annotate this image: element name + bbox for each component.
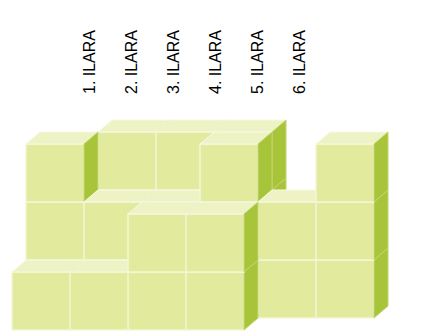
- cube-front: [12, 272, 70, 330]
- cube-side: [244, 202, 258, 272]
- cube-front: [128, 272, 186, 330]
- cube-front: [316, 144, 374, 202]
- cube-front: [26, 202, 84, 260]
- cube-front: [258, 202, 316, 260]
- row-label: 2. ILARA: [124, 30, 140, 94]
- row-label: 6. ILARA: [292, 30, 308, 94]
- row-label: 3. ILARA: [166, 30, 182, 94]
- cube-front: [316, 260, 374, 318]
- cube-front: [98, 132, 156, 190]
- cube: [316, 132, 388, 202]
- cube: [200, 132, 272, 202]
- cube-side: [272, 120, 286, 190]
- row-label: 5. ILARA: [250, 30, 266, 94]
- cube-front: [186, 272, 244, 330]
- cube: [26, 132, 98, 202]
- cube-front: [70, 272, 128, 330]
- cube-front: [200, 144, 258, 202]
- cube-front: [26, 144, 84, 202]
- cube-front: [186, 214, 244, 272]
- cube-front: [316, 202, 374, 260]
- row-label: 1. ILARA: [82, 30, 98, 94]
- row-label: 4. ILARA: [208, 30, 224, 94]
- cube-side: [374, 132, 388, 202]
- cube: [186, 202, 258, 272]
- cube-front: [128, 214, 186, 272]
- cube-front: [258, 260, 316, 318]
